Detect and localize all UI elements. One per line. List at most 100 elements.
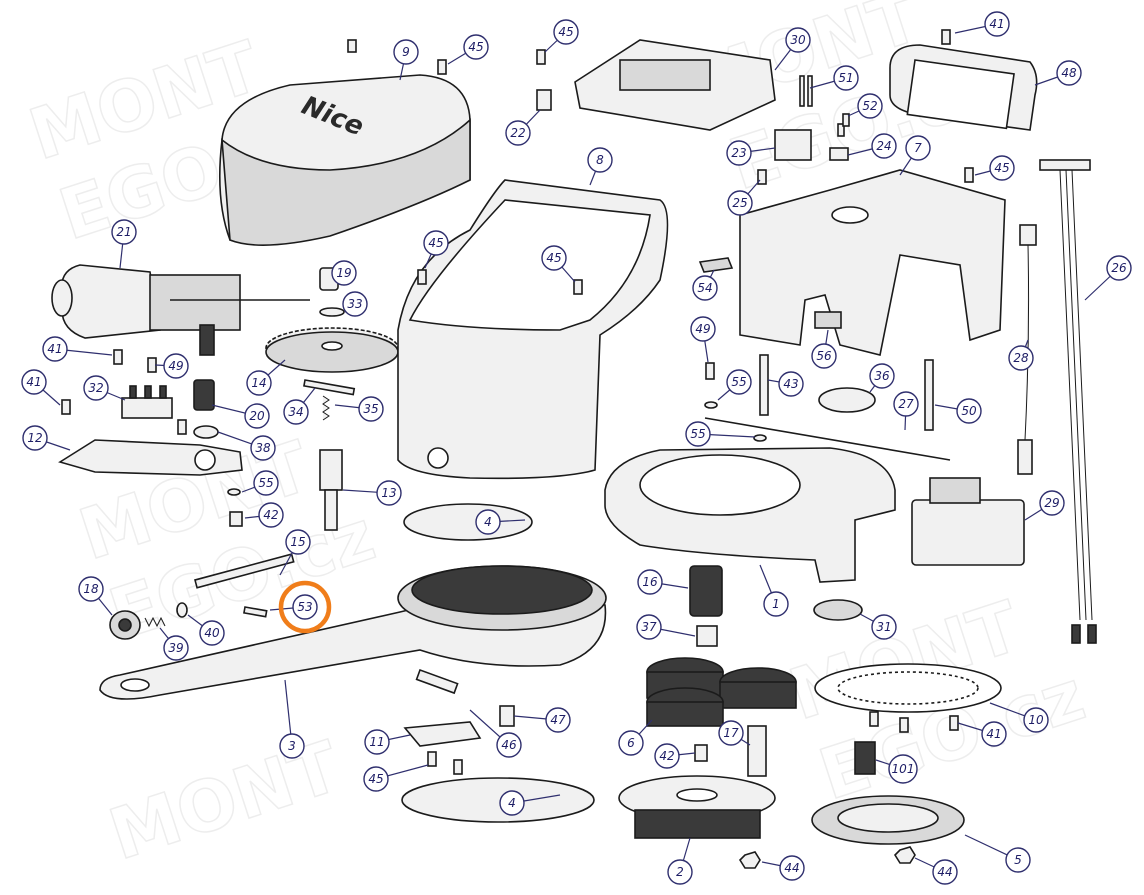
callout-circle xyxy=(763,591,789,617)
callout-number: 45 xyxy=(368,772,383,786)
callout-number: 4 xyxy=(508,796,516,810)
callout-14: 14 xyxy=(246,359,286,396)
callout-circle xyxy=(279,733,305,759)
part-motor xyxy=(51,264,310,356)
callout-number: 26 xyxy=(1111,261,1127,275)
part-bracket xyxy=(536,89,552,111)
part-bolt-50 xyxy=(924,359,934,431)
callout-circle xyxy=(989,155,1015,181)
callout-50: 50 xyxy=(934,398,982,424)
callout-41: 41 xyxy=(42,336,113,362)
callout-number: 54 xyxy=(697,281,712,295)
callout-49: 49 xyxy=(154,353,189,379)
callout-1: 1 xyxy=(759,564,789,617)
callout-47: 47 xyxy=(513,707,571,733)
part-screw xyxy=(144,616,166,628)
callout-circle xyxy=(871,614,897,640)
callout-20: 20 xyxy=(211,403,270,429)
callout-circle xyxy=(1008,345,1034,371)
callout-circle xyxy=(779,855,805,881)
callout-number: 29 xyxy=(1044,496,1059,510)
callout-55: 55 xyxy=(717,369,752,401)
callout-number: 32 xyxy=(88,381,103,395)
callout-7: 7 xyxy=(899,135,931,176)
part-washer-small xyxy=(176,602,188,618)
callout-45: 45 xyxy=(974,155,1015,181)
callout-circle xyxy=(331,260,357,286)
callout-number: 15 xyxy=(290,535,305,549)
callout-circle xyxy=(871,133,897,159)
callout-circle xyxy=(111,219,137,245)
callout-9: 9 xyxy=(393,39,419,81)
callout-number: 43 xyxy=(783,377,798,391)
callout-45: 45 xyxy=(541,245,576,283)
callout-circle xyxy=(1005,847,1031,873)
part-terminal-block xyxy=(121,385,173,419)
part-small-pin xyxy=(243,606,268,618)
callout-32: 32 xyxy=(83,375,126,401)
callout-number: 27 xyxy=(898,397,914,411)
callout-circle xyxy=(869,363,895,389)
callout-42: 42 xyxy=(654,743,696,769)
callout-circle xyxy=(258,502,284,528)
callout-number: 40 xyxy=(204,626,220,640)
callout-number: 101 xyxy=(892,762,915,776)
callout-45: 45 xyxy=(544,19,579,53)
callout-circle xyxy=(363,766,389,792)
callout-circle xyxy=(163,635,189,661)
part-cable-bundle xyxy=(1039,159,1097,644)
callout-12: 12 xyxy=(22,425,71,451)
callout-circle xyxy=(785,27,811,53)
callout-circle xyxy=(364,729,390,755)
callout-number: 51 xyxy=(838,71,853,85)
callout-number: 2 xyxy=(676,865,684,879)
part-pinion-16 xyxy=(689,565,723,617)
part-spacer-37 xyxy=(696,625,718,647)
callout-number: 41 xyxy=(989,17,1004,31)
callout-number: 34 xyxy=(288,405,303,419)
part-bolt-43 xyxy=(759,354,769,416)
callout-circle xyxy=(541,245,567,271)
callout-11: 11 xyxy=(364,729,411,755)
callout-circle xyxy=(718,720,744,746)
callout-circle xyxy=(778,371,804,397)
callout-45: 45 xyxy=(423,230,449,269)
part-sleeve xyxy=(747,725,767,777)
callout-circle xyxy=(888,754,918,784)
callout-number: 36 xyxy=(874,369,890,383)
part-gear-base xyxy=(618,775,776,839)
callout-circle xyxy=(1056,60,1082,86)
part-nut-44-a xyxy=(738,851,761,869)
part-o-ring-lower xyxy=(401,777,595,823)
callout-number: 41 xyxy=(26,375,41,389)
callout-number: 24 xyxy=(876,139,891,153)
callout-35: 35 xyxy=(334,396,384,422)
callout-number: 31 xyxy=(876,620,891,634)
part-gear-large xyxy=(265,327,399,373)
callout-circle xyxy=(587,147,613,173)
callout-13: 13 xyxy=(342,480,402,506)
callout-16: 16 xyxy=(637,569,689,595)
callout-17: 17 xyxy=(718,720,751,746)
callout-number: 50 xyxy=(961,404,977,418)
callout-number: 52 xyxy=(862,99,877,113)
callout-number: 10 xyxy=(1028,713,1044,727)
part-label-54 xyxy=(698,257,734,273)
callout-circle xyxy=(499,790,525,816)
callout-circle xyxy=(637,569,663,595)
callout-26: 26 xyxy=(1084,255,1132,301)
callout-circle xyxy=(163,353,189,379)
callout-number: 13 xyxy=(381,486,396,500)
callout-55: 55 xyxy=(241,470,279,496)
callout-number: 38 xyxy=(255,441,271,455)
callout-circle xyxy=(811,343,837,369)
part-housing-main xyxy=(397,179,669,480)
part-clip xyxy=(829,147,849,161)
callout-circle xyxy=(246,370,272,396)
part-pinion xyxy=(193,379,215,411)
callout-circle xyxy=(1039,490,1065,516)
callout-number: 21 xyxy=(116,225,131,239)
callout-circle xyxy=(285,529,311,555)
callout-42: 42 xyxy=(244,502,284,528)
callout-number: 30 xyxy=(790,33,806,47)
